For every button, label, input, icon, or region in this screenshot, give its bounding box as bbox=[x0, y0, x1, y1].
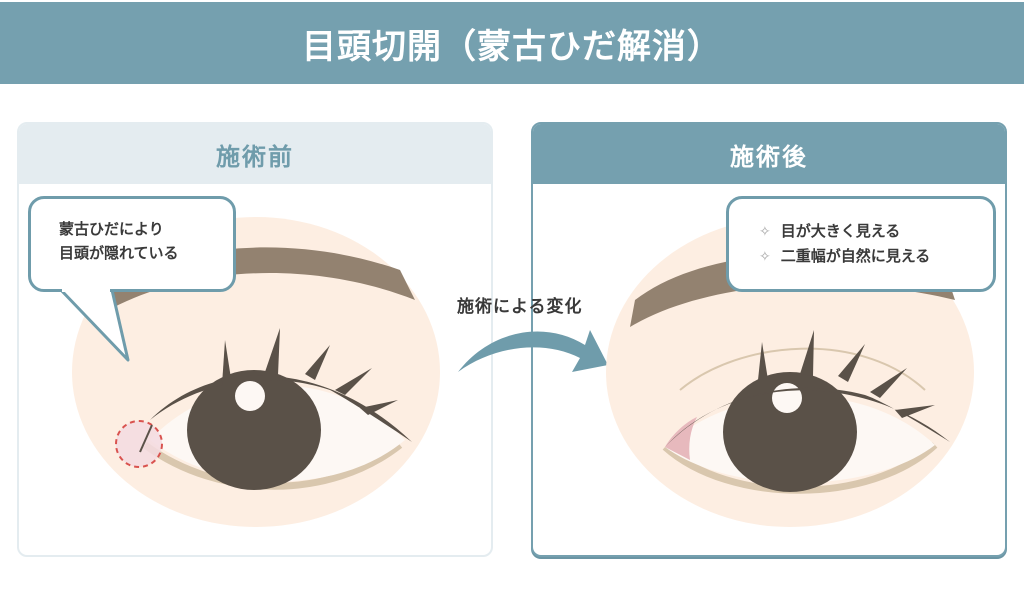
before-callout-line: 蒙古ひだにより bbox=[59, 220, 164, 238]
page-title: 目頭切開（蒙古ひだ解消） bbox=[302, 26, 722, 67]
after-callout-text: 二重幅が自然に見える bbox=[780, 247, 931, 265]
before-panel: 施術前 bbox=[17, 122, 493, 557]
after-callout-item: ✧ 目が大きく見える bbox=[759, 219, 993, 244]
title-bar: 目頭切開（蒙古ひだ解消） bbox=[0, 2, 1024, 84]
after-panel-header: 施術後 bbox=[533, 124, 1005, 184]
before-callout-line: 目頭が隠れている bbox=[59, 244, 179, 262]
tail-join bbox=[62, 286, 110, 292]
after-panel: 施術後 bbox=[531, 122, 1007, 557]
before-callout: 蒙古ひだにより 目頭が隠れている bbox=[28, 196, 236, 292]
after-callout-item: ✧ 二重幅が自然に見える bbox=[759, 244, 993, 269]
transition-label: 施術による変化 bbox=[457, 297, 583, 317]
after-callout: ✧ 目が大きく見える ✧ 二重幅が自然に見える bbox=[726, 196, 996, 292]
sparkle-icon: ✧ bbox=[759, 249, 771, 265]
before-panel-header: 施術前 bbox=[19, 124, 491, 184]
after-label: 施術後 bbox=[730, 142, 808, 171]
sparkle-icon: ✧ bbox=[759, 224, 771, 240]
after-callout-text: 目が大きく見える bbox=[780, 222, 901, 240]
before-label: 施術前 bbox=[216, 142, 294, 171]
